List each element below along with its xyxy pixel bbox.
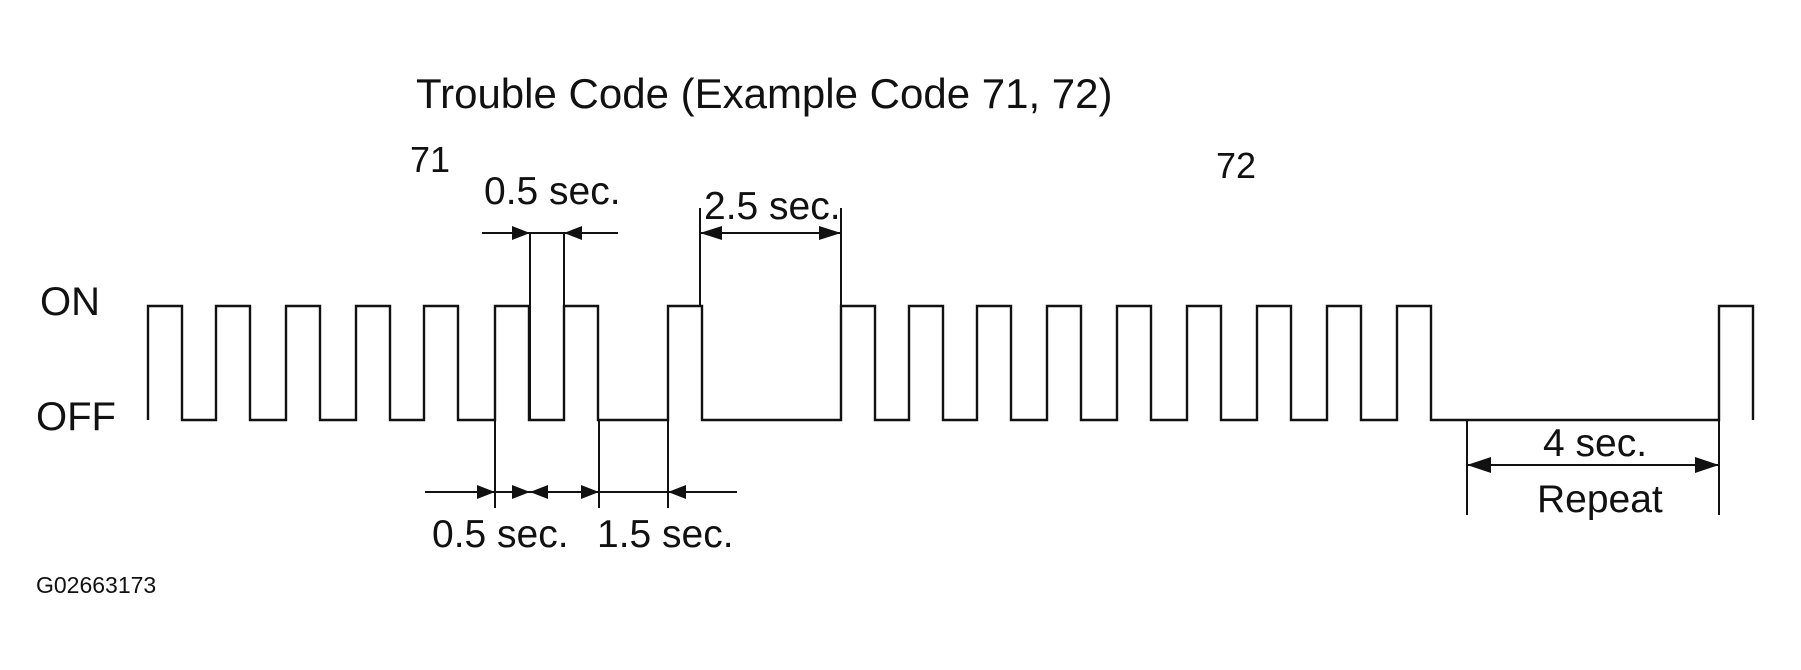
bottom-pulse-dimension-label: 0.5 sec. xyxy=(432,513,569,556)
bottom-dimensions: 0.5 sec. 1.5 sec. xyxy=(425,420,737,556)
code-71-label: 71 xyxy=(410,139,450,180)
signal-waveform xyxy=(146,304,1755,422)
off-state-label: OFF xyxy=(36,395,116,439)
gap-2-5-dimension-label: 2.5 sec. xyxy=(704,185,841,228)
figure-id: G02663173 xyxy=(36,572,156,598)
code-72-label: 72 xyxy=(1216,145,1256,186)
gap-2-5-dimension: 2.5 sec. xyxy=(699,185,842,306)
on-state-label: ON xyxy=(40,280,100,324)
top-pulse-dimension-label: 0.5 sec. xyxy=(484,170,621,213)
repeat-time-label: 4 sec. xyxy=(1543,422,1647,465)
diagram-title: Trouble Code (Example Code 71, 72) xyxy=(416,70,1113,117)
digit-gap-dimension-label: 1.5 sec. xyxy=(597,513,734,556)
top-pulse-dimension: 0.5 sec. xyxy=(482,170,621,420)
repeat-label: Repeat xyxy=(1537,478,1663,521)
repeat-dimension: 4 sec. Repeat xyxy=(1466,420,1720,521)
